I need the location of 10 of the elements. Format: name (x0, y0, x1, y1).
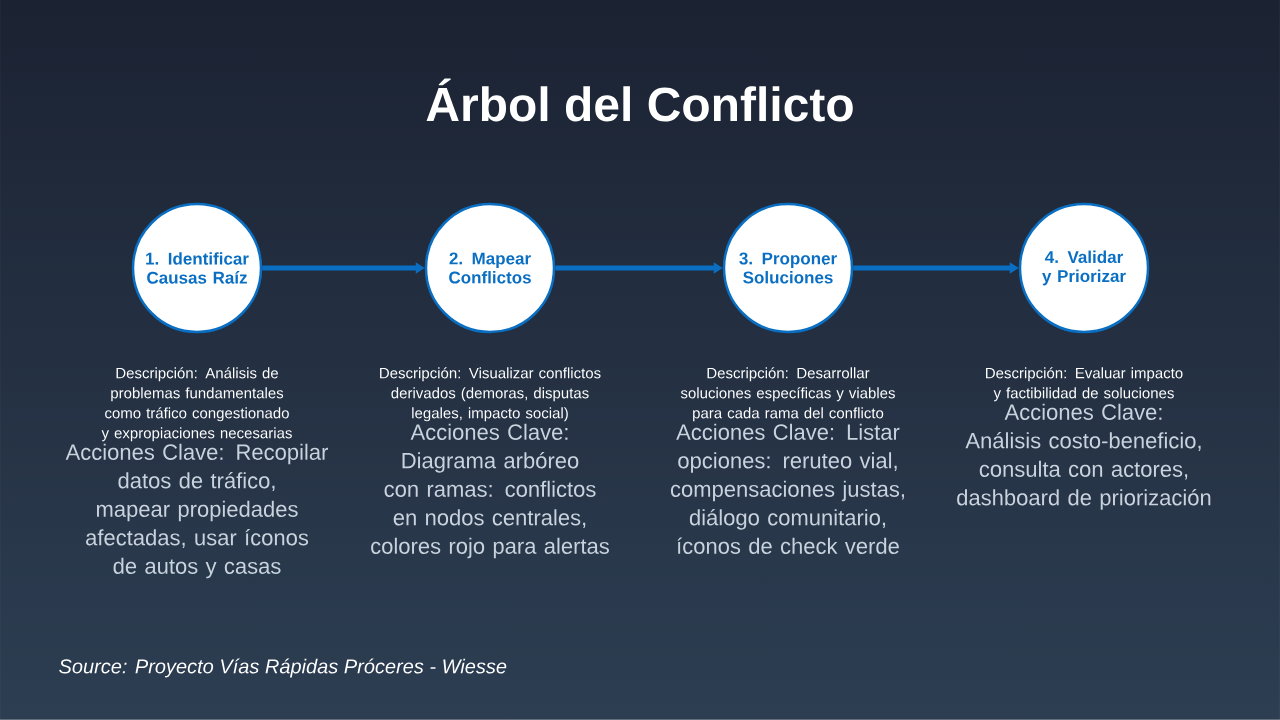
source-note: Source: Proyecto Vías Rápidas Próceres - Wiesse (59, 658, 507, 678)
description-text: Descripción: Análisis de problemas fundamentales como tráfico congestionado y expropiaciones necesarias (101, 367, 292, 442)
description-text: Descripción: Visualizar conflictos derivados (demoras, disputas legales, impacto social) (380, 367, 601, 422)
actions-text: Acciones Clave: Diagrama arbóreo con ramas: conflictos en nodos centrales, colores rojo para alertas (371, 423, 609, 559)
description-text: Descripción: Evaluar impacto y factibilidad de soluciones (986, 367, 1183, 402)
actions-text: Acciones Clave: Listar opciones: reruteo vial, compensaciones justas, diálogo comunitario, íconos de check verde (670, 423, 904, 554)
actions-text: Acciones Clave: Recopilar datos de tráfico, mapear propiedades afectadas, usar íconos de autos y casas (65, 443, 329, 579)
description-text: Descripción: Desarrollar soluciones específicas y viables para cada rama del conflicto (680, 367, 895, 422)
actions-text: Acciones Clave: Análisis costo-beneficio, consulta con actores, dashboard de priorización (957, 403, 1211, 510)
title: Árbol del Conflicto (426, 78, 853, 122)
